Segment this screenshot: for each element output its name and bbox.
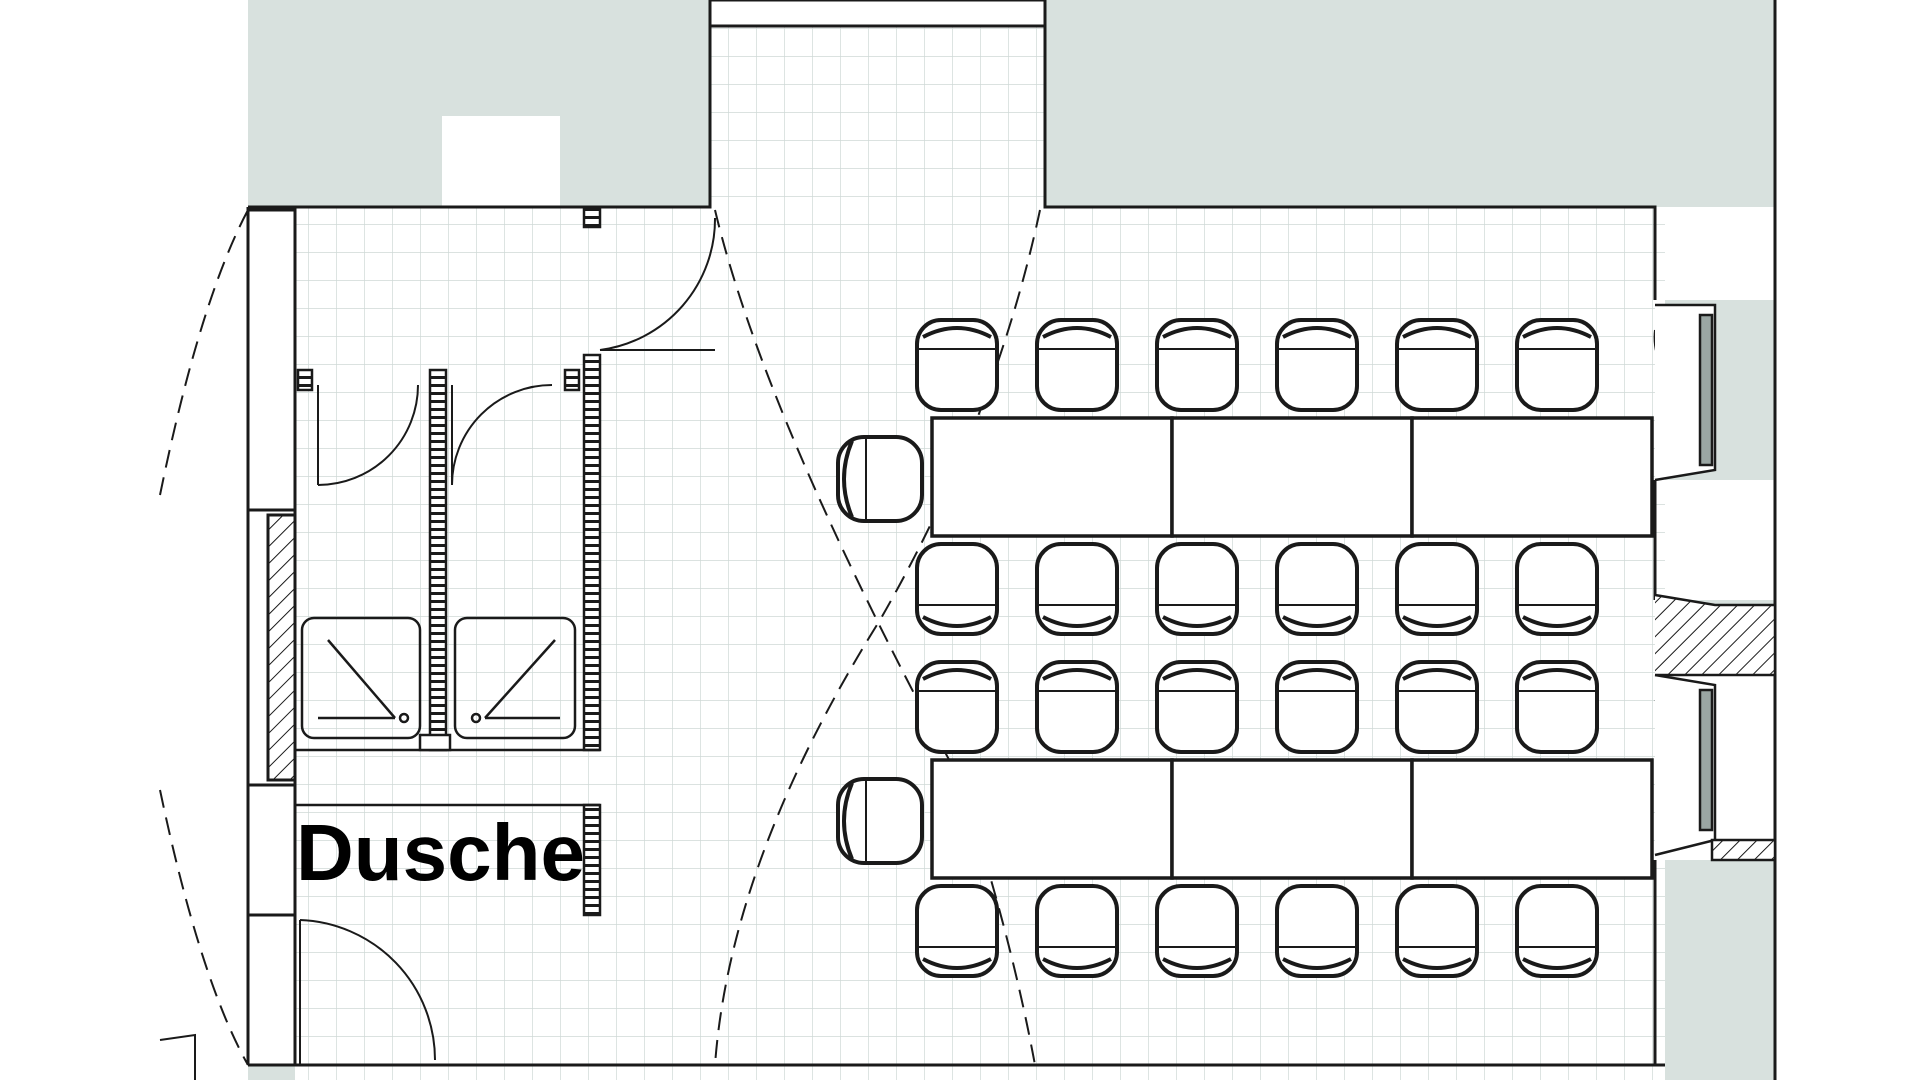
chair: [1035, 884, 1119, 978]
chair: [836, 777, 924, 865]
chair: [836, 435, 924, 523]
chair: [915, 542, 999, 636]
shower-tray-right: [453, 616, 577, 740]
chair: [915, 660, 999, 754]
chair: [1515, 884, 1599, 978]
chair: [1155, 542, 1239, 636]
chair: [1275, 660, 1359, 754]
conference-tables: [930, 416, 1654, 880]
conference-table: [1410, 416, 1654, 538]
chair: [1275, 884, 1359, 978]
chair: [1395, 542, 1479, 636]
chair: [1035, 660, 1119, 754]
chair: [1155, 318, 1239, 412]
chair: [1035, 318, 1119, 412]
chair: [1515, 542, 1599, 636]
shower-partitions: [295, 205, 602, 917]
chair: [1275, 542, 1359, 636]
room-label-dusche: Dusche: [296, 808, 585, 897]
chair: [1395, 660, 1479, 754]
corner-marker: [159, 1033, 196, 1080]
chair: [915, 884, 999, 978]
conference-table: [930, 758, 1174, 880]
conference-table: [1170, 758, 1414, 880]
conference-table: [1170, 416, 1414, 538]
conference-table: [930, 416, 1174, 538]
windows-right: [1654, 303, 1777, 862]
chair: [1515, 660, 1599, 754]
corridor-opening: [708, 0, 1047, 28]
chair: [1035, 542, 1119, 636]
chair: [1155, 884, 1239, 978]
conference-chairs: [836, 318, 1599, 978]
left-wall: [246, 208, 297, 917]
chair: [1515, 318, 1599, 412]
chair: [1395, 318, 1479, 412]
chair: [1155, 660, 1239, 754]
chair: [1275, 318, 1359, 412]
chair: [915, 318, 999, 412]
shaft-niche: [442, 116, 560, 207]
chair: [1395, 884, 1479, 978]
conference-table: [1410, 758, 1654, 880]
shower-tray-left: [300, 616, 422, 740]
